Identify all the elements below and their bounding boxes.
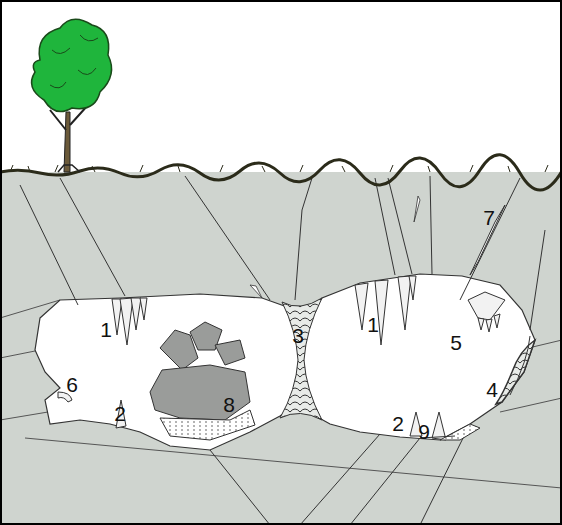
- stalactites: [112, 276, 416, 345]
- callout-number: 6: [66, 374, 78, 396]
- cave-void: [35, 274, 535, 450]
- tree: [32, 19, 112, 172]
- breakdown-boulders: [150, 322, 250, 420]
- callout-number: 7: [483, 207, 495, 229]
- callout-number: 9: [418, 421, 430, 443]
- callout-number: 5: [450, 332, 462, 354]
- callout-number: 4: [486, 379, 498, 401]
- callout-number: 3: [292, 325, 304, 347]
- sediment-lens: [440, 424, 480, 440]
- callout-number: 1: [367, 314, 379, 336]
- calcite-vein: [470, 205, 505, 275]
- stalactite-cluster: [468, 292, 505, 332]
- column: [280, 298, 322, 420]
- callout-number: 8: [223, 394, 235, 416]
- callout-number: 2: [114, 403, 126, 425]
- grass-blades: [10, 165, 548, 172]
- sediment: [160, 410, 255, 440]
- grass-line: [0, 155, 562, 190]
- callout-number: 2: [392, 413, 404, 435]
- callout-number: 1: [100, 319, 112, 341]
- joint-cracks: [20, 176, 545, 525]
- flowstone: [496, 340, 535, 404]
- bedrock: [0, 172, 562, 525]
